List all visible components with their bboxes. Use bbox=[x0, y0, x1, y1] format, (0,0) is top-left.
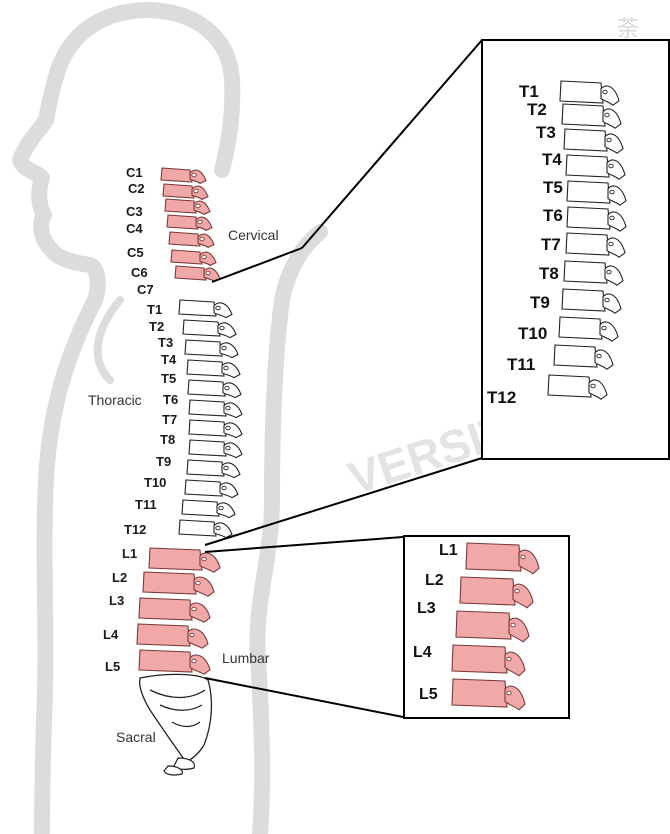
vertebra-label-l4: L4 bbox=[103, 628, 118, 641]
vertebra-label-t5: T5 bbox=[161, 372, 176, 385]
vertebra-label-l2: L2 bbox=[112, 571, 127, 584]
vertebra-label-t12: T12 bbox=[124, 523, 146, 536]
inset-label-t10: T10 bbox=[518, 325, 547, 342]
vertebra-label-c7: C7 bbox=[137, 283, 154, 296]
inset-label-t6: T6 bbox=[543, 207, 563, 224]
inset-label-l2: L2 bbox=[425, 573, 444, 589]
inset-label-l1: L1 bbox=[439, 543, 458, 559]
inset-label-l5: L5 bbox=[419, 687, 438, 703]
vertebra-label-l1: L1 bbox=[122, 547, 137, 560]
vertebra-t7 bbox=[189, 420, 242, 438]
vertebra-l5 bbox=[139, 650, 210, 674]
vertebra-label-c2: C2 bbox=[128, 182, 145, 195]
inset-vertebra-t3 bbox=[564, 129, 623, 153]
inset-label-t12: T12 bbox=[487, 389, 516, 406]
cervical-vertebrae bbox=[161, 168, 220, 281]
vertebra-c4 bbox=[167, 215, 212, 230]
vertebra-c1 bbox=[161, 168, 206, 183]
vertebra-t12 bbox=[179, 520, 232, 538]
vertebra-label-t11: T11 bbox=[135, 498, 157, 511]
inset-vertebra-l3 bbox=[456, 611, 529, 642]
coccyx bbox=[164, 758, 194, 775]
inset-label-t3: T3 bbox=[536, 124, 556, 141]
vertebra-label-t6: T6 bbox=[163, 393, 178, 406]
vertebra-label-t10: T10 bbox=[144, 476, 166, 489]
region-label-lumbar: Lumbar bbox=[222, 651, 269, 665]
vertebra-l3 bbox=[139, 598, 210, 622]
vertebra-l2 bbox=[143, 572, 214, 596]
vertebra-label-l3: L3 bbox=[109, 594, 124, 607]
vertebra-t11 bbox=[182, 500, 235, 518]
inset-vertebra-t4 bbox=[566, 155, 625, 179]
lumbar-vertebrae bbox=[137, 548, 220, 674]
vertebra-t4 bbox=[187, 360, 240, 378]
vertebra-label-t1: T1 bbox=[147, 303, 162, 316]
vertebra-label-t9: T9 bbox=[156, 455, 171, 468]
inset-vertebra-t1 bbox=[560, 81, 619, 105]
vertebra-t5 bbox=[188, 380, 241, 398]
vertebra-label-t2: T2 bbox=[149, 320, 164, 333]
vertebra-t2 bbox=[183, 320, 236, 338]
vertebra-label-t4: T4 bbox=[161, 353, 176, 366]
inset-vertebra-t6 bbox=[567, 207, 626, 231]
vertebra-label-c1: C1 bbox=[126, 166, 143, 179]
inset-vertebra-t12 bbox=[548, 375, 607, 399]
vertebra-c2 bbox=[163, 184, 208, 199]
vertebra-t10 bbox=[185, 480, 238, 498]
vertebra-label-c4: C4 bbox=[126, 222, 143, 235]
inset-vertebra-l2 bbox=[460, 577, 533, 608]
vertebra-c5 bbox=[169, 232, 214, 247]
region-label-cervical: Cervical bbox=[228, 228, 279, 242]
vertebra-c3 bbox=[165, 199, 210, 214]
vertebra-t1 bbox=[179, 300, 232, 318]
vertebra-c7 bbox=[175, 266, 220, 281]
inset-label-t8: T8 bbox=[539, 265, 559, 282]
inset-vertebra-t11 bbox=[554, 345, 613, 369]
inset-label-t5: T5 bbox=[543, 179, 563, 196]
inset-label-t7: T7 bbox=[541, 236, 561, 253]
inset-vertebra-t2 bbox=[562, 104, 621, 128]
vertebra-label-l5: L5 bbox=[105, 660, 120, 673]
region-label-sacral: Sacral bbox=[116, 730, 156, 744]
thoracic-vertebrae bbox=[179, 300, 242, 538]
inset-vertebra-l5 bbox=[452, 679, 525, 710]
vertebra-label-t3: T3 bbox=[158, 336, 173, 349]
inset-vertebra-l1 bbox=[466, 543, 539, 574]
vertebra-t8 bbox=[189, 440, 242, 458]
vertebra-t3 bbox=[185, 340, 238, 358]
vertebra-label-t7: T7 bbox=[162, 413, 177, 426]
inset-label-t1: T1 bbox=[519, 83, 539, 100]
sacrum bbox=[140, 674, 212, 762]
inset-label-l3: L3 bbox=[417, 601, 436, 617]
inset-label-t11: T11 bbox=[507, 356, 535, 373]
vertebra-label-c3: C3 bbox=[126, 205, 143, 218]
vertebra-label-c6: C6 bbox=[131, 266, 148, 279]
inset-vertebra-t8 bbox=[564, 261, 623, 285]
inset-vertebra-t10 bbox=[559, 317, 618, 341]
inset-label-t9: T9 bbox=[530, 294, 550, 311]
vertebra-c6 bbox=[171, 250, 216, 265]
inset-vertebra-l4 bbox=[452, 645, 525, 676]
region-label-thoracic: Thoracic bbox=[88, 393, 142, 407]
inset-label-t2: T2 bbox=[527, 101, 547, 118]
inset-vertebra-t7 bbox=[566, 233, 625, 257]
vertebra-label-t8: T8 bbox=[160, 433, 175, 446]
inset-vertebra-t9 bbox=[562, 289, 621, 313]
inset-label-t4: T4 bbox=[542, 151, 562, 168]
inset-vertebra-t5 bbox=[567, 181, 626, 205]
vertebra-label-c5: C5 bbox=[127, 246, 144, 259]
vertebra-l4 bbox=[137, 624, 208, 648]
vertebra-t9 bbox=[187, 460, 240, 478]
vertebra-t6 bbox=[189, 400, 242, 418]
inset-label-l4: L4 bbox=[413, 645, 432, 661]
